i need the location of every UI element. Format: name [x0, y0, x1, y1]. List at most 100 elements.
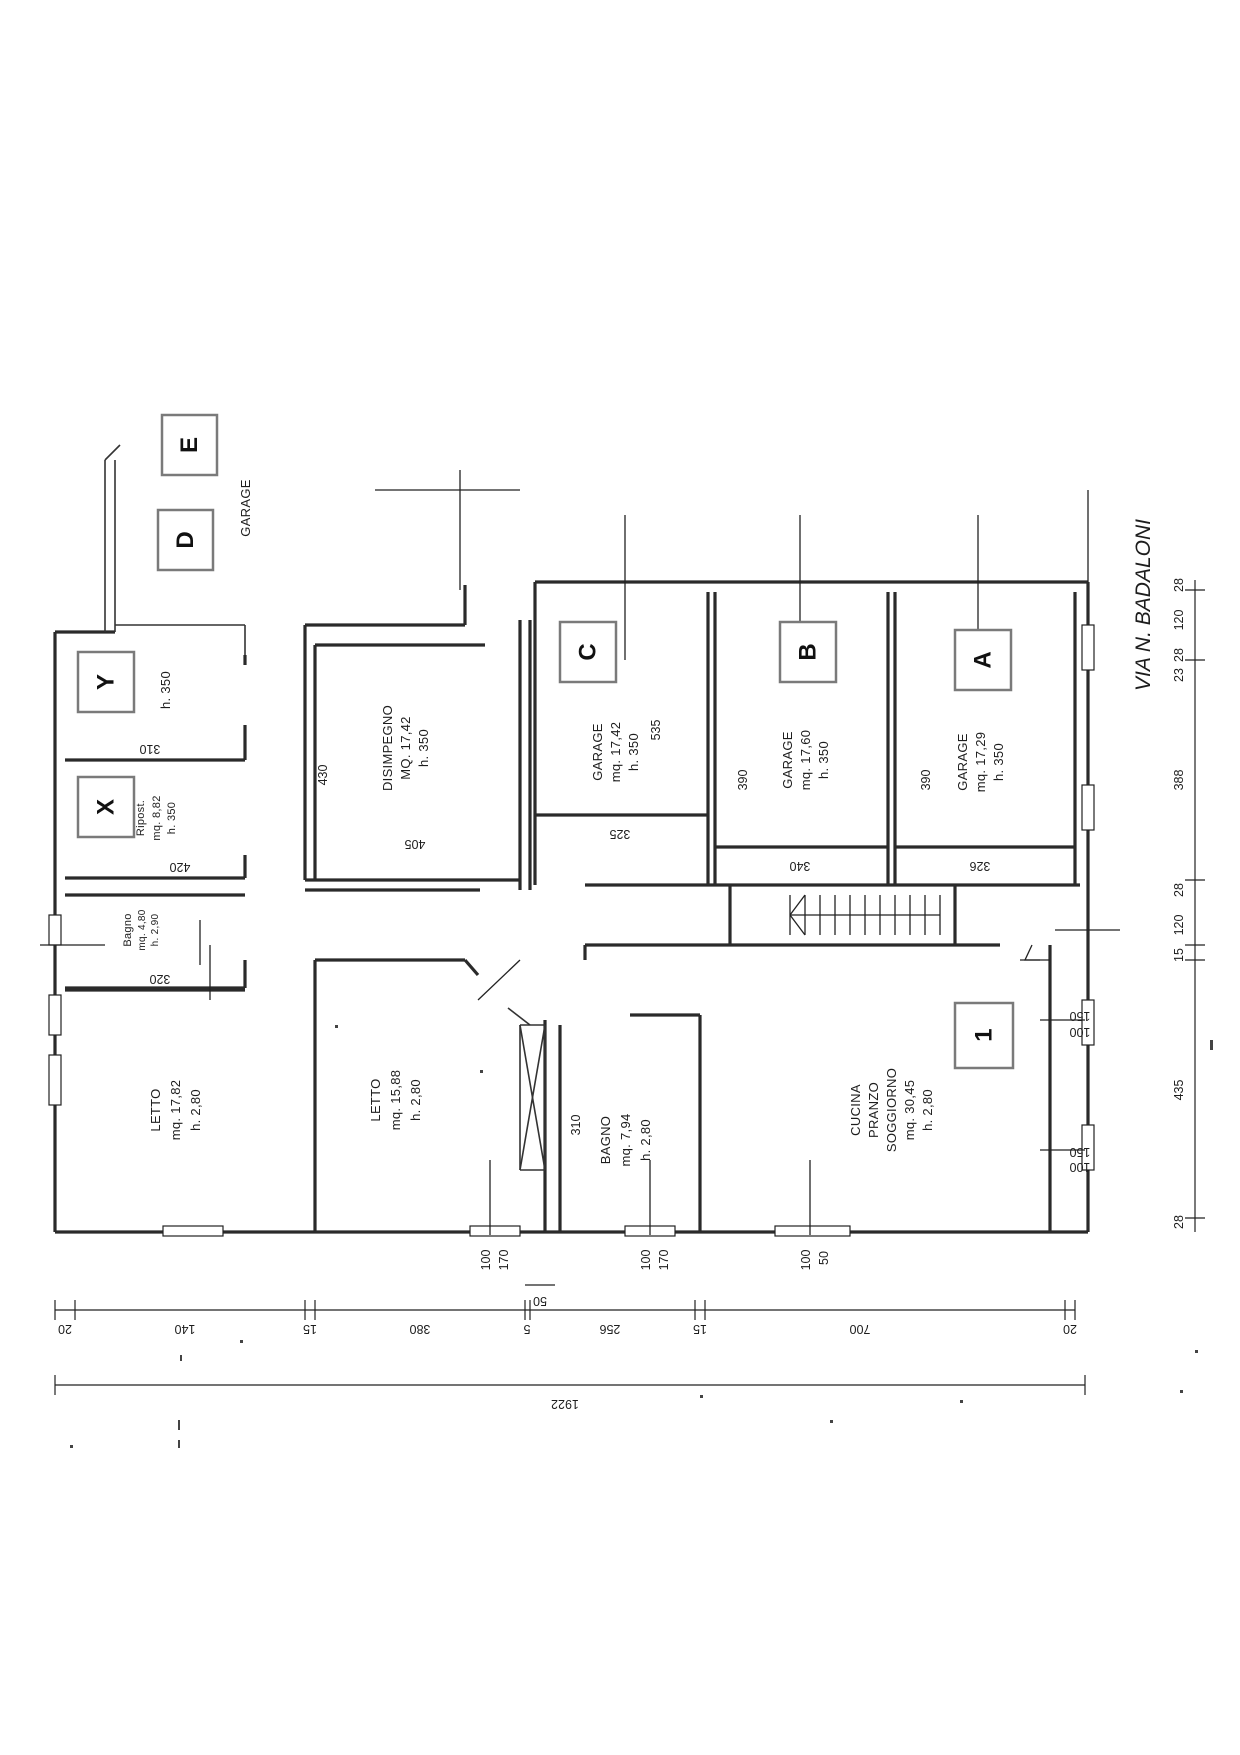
- svg-text:LETTO: LETTO: [148, 1088, 163, 1131]
- svg-text:100: 100: [1070, 1025, 1091, 1039]
- svg-text:MQ. 17,42: MQ. 17,42: [398, 716, 413, 779]
- svg-text:535: 535: [649, 720, 663, 741]
- svg-text:mq. 17,42: mq. 17,42: [608, 722, 623, 783]
- svg-text:170: 170: [657, 1250, 671, 1271]
- svg-text:320: 320: [150, 972, 171, 986]
- marker-a: A: [953, 628, 1013, 692]
- svg-text:SOGGIORNO: SOGGIORNO: [884, 1068, 899, 1152]
- letto-2-label: LETTO mq. 15,88 h. 2,80: [368, 1070, 423, 1131]
- svg-text:mq. 4,80: mq. 4,80: [137, 909, 148, 950]
- svg-text:X: X: [93, 799, 120, 815]
- interior-walls: [65, 585, 1080, 1232]
- svg-text:h. 2,90: h. 2,90: [150, 914, 161, 947]
- bagno-small-label: Bagno mq. 4,80 h. 2,90: [122, 909, 161, 950]
- svg-text:405: 405: [405, 837, 426, 851]
- street-label: VIA N. BADALONI: [1132, 519, 1155, 691]
- svg-text:390: 390: [919, 770, 933, 791]
- svg-text:h. 350: h. 350: [626, 733, 641, 771]
- svg-text:150: 150: [1070, 1009, 1091, 1023]
- svg-text:h. 2,80: h. 2,80: [188, 1089, 203, 1131]
- svg-text:Ripost.: Ripost.: [135, 800, 147, 836]
- svg-text:380: 380: [410, 1322, 431, 1336]
- svg-text:310: 310: [140, 742, 161, 756]
- svg-text:h. 2,80: h. 2,80: [408, 1079, 423, 1121]
- svg-text:Bagno: Bagno: [122, 913, 134, 946]
- svg-text:D: D: [172, 531, 199, 548]
- window-dimensions: 100 170 100 170 100 50 150 100 150 100: [479, 1009, 1090, 1270]
- svg-text:15: 15: [1172, 948, 1186, 962]
- svg-text:120: 120: [1172, 610, 1186, 631]
- svg-text:326: 326: [970, 859, 991, 873]
- svg-text:GARAGE: GARAGE: [590, 723, 605, 780]
- marker-d: D: [156, 508, 215, 572]
- svg-text:390: 390: [736, 770, 750, 791]
- svg-text:h. 350: h. 350: [816, 741, 831, 779]
- svg-text:140: 140: [175, 1322, 196, 1336]
- svg-text:20: 20: [58, 1322, 72, 1336]
- y-room-label: h. 350: [158, 671, 173, 709]
- ripost-label: Ripost. mq. 8,82 h. 350: [135, 795, 178, 840]
- garage-c-label: GARAGE mq. 17,42 h. 350: [590, 722, 641, 783]
- svg-text:CUCINA: CUCINA: [848, 1084, 863, 1136]
- letto-1-label: LETTO mq. 17,82 h. 2,80: [148, 1080, 203, 1141]
- marker-x: X: [76, 775, 136, 839]
- svg-text:100: 100: [799, 1250, 813, 1271]
- svg-text:23: 23: [1172, 668, 1186, 682]
- bottom-dimension-chain: [54, 1284, 1086, 1395]
- svg-text:28: 28: [1172, 1215, 1186, 1229]
- svg-text:310: 310: [569, 1115, 583, 1136]
- svg-text:A: A: [970, 651, 997, 668]
- svg-text:h. 350: h. 350: [416, 729, 431, 767]
- svg-text:h. 350: h. 350: [166, 802, 178, 834]
- room-labels: LETTO mq. 17,82 h. 2,80 LETTO mq. 15,88 …: [122, 479, 1006, 1166]
- svg-text:325: 325: [610, 827, 631, 841]
- svg-text:BAGNO: BAGNO: [598, 1116, 613, 1164]
- svg-text:15: 15: [693, 1322, 707, 1336]
- leader-lines: [40, 470, 1120, 1235]
- svg-text:28: 28: [1172, 578, 1186, 592]
- svg-text:100: 100: [639, 1250, 653, 1271]
- svg-text:mq. 7,94: mq. 7,94: [618, 1114, 633, 1167]
- bagno-large-label: BAGNO mq. 7,94 h. 2,80: [598, 1114, 653, 1167]
- svg-text:5: 5: [523, 1322, 530, 1336]
- svg-text:GARAGE: GARAGE: [955, 733, 970, 790]
- outer-walls: [53, 444, 1090, 1234]
- svg-text:LETTO: LETTO: [368, 1078, 383, 1121]
- svg-text:h. 2,80: h. 2,80: [920, 1089, 935, 1131]
- svg-text:mq. 17,82: mq. 17,82: [168, 1080, 183, 1141]
- cucina-label: CUCINA PRANZO SOGGIORNO mq. 30,45 h. 2,8…: [848, 1068, 935, 1152]
- svg-text:1: 1: [971, 1028, 998, 1041]
- marker-b: B: [778, 620, 838, 684]
- svg-text:mq. 8,82: mq. 8,82: [151, 795, 163, 840]
- svg-text:PRANZO: PRANZO: [866, 1082, 881, 1138]
- bottom-dimension-labels: 20 140 15 380 5 256 15 700 20 50 1922: [58, 1294, 1077, 1411]
- svg-text:h. 350: h. 350: [158, 671, 173, 709]
- svg-text:50: 50: [533, 1294, 547, 1308]
- svg-text:15: 15: [303, 1322, 317, 1336]
- svg-text:E: E: [176, 437, 203, 453]
- svg-text:h. 350: h. 350: [991, 743, 1006, 781]
- marker-1: 1: [953, 1001, 1015, 1070]
- garage-a-label: GARAGE mq. 17,29 h. 350: [955, 732, 1006, 793]
- svg-text:170: 170: [497, 1250, 511, 1271]
- svg-text:20: 20: [1063, 1322, 1077, 1336]
- garage-b-label: GARAGE mq. 17,60 h. 350: [780, 730, 831, 791]
- svg-text:340: 340: [790, 859, 811, 873]
- openings: [48, 624, 1095, 1237]
- svg-text:100: 100: [1070, 1160, 1091, 1174]
- right-dimension-chain: [1185, 580, 1205, 1232]
- svg-text:mq. 30,45: mq. 30,45: [902, 1080, 917, 1141]
- svg-text:mq. 15,88: mq. 15,88: [388, 1070, 403, 1131]
- svg-text:h. 2,80: h. 2,80: [638, 1119, 653, 1161]
- svg-text:388: 388: [1172, 770, 1186, 791]
- svg-text:435: 435: [1172, 1080, 1186, 1101]
- svg-text:Y: Y: [93, 674, 120, 690]
- inner-dimensions: 310 420 320 430 405 325 535 390 340 390 …: [140, 720, 991, 1136]
- garage-de-label: GARAGE: [238, 479, 253, 536]
- marker-e: E: [160, 413, 219, 477]
- marker-c: C: [558, 620, 618, 684]
- svg-text:1922: 1922: [551, 1397, 579, 1411]
- right-dimension-labels: 28 120 28 23 388 28 120 15 435 28: [1172, 578, 1186, 1229]
- marker-y: Y: [76, 650, 136, 714]
